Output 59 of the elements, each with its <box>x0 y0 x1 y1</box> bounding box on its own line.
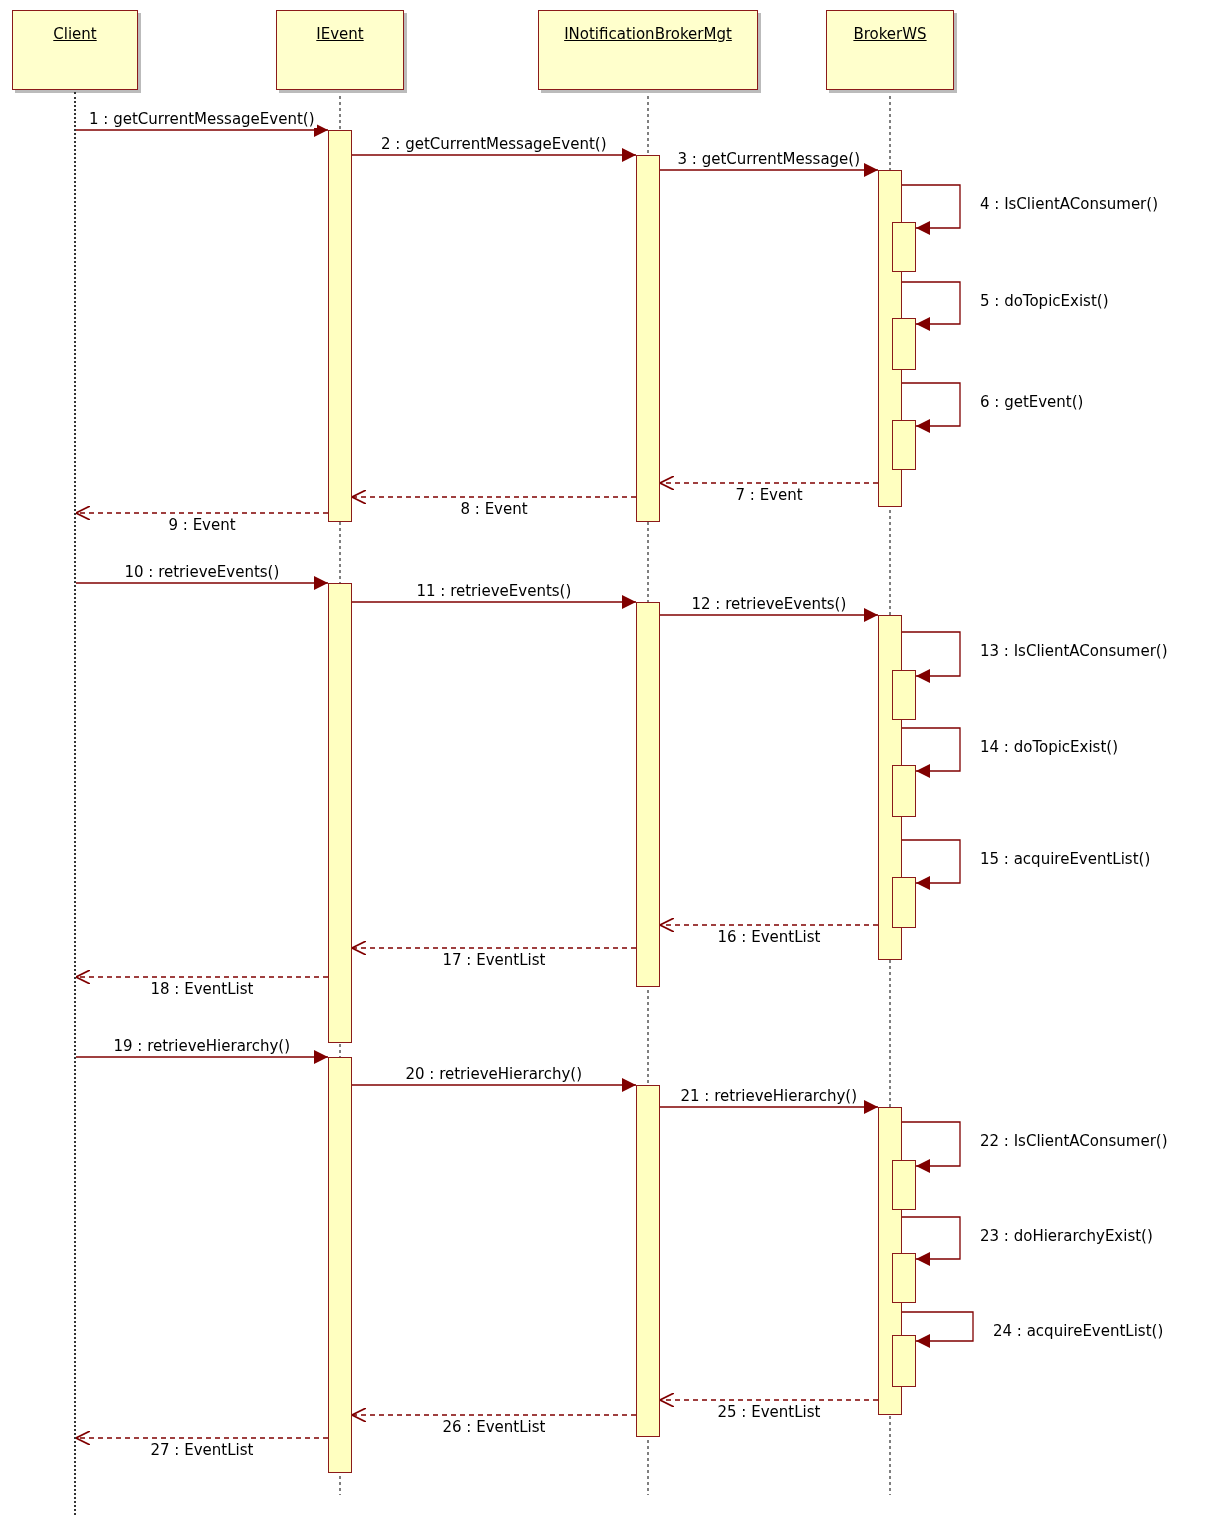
activation-bar <box>328 130 352 522</box>
message-label: 24 : acquireEventList() <box>991 1323 1166 1340</box>
message-label: 22 : IsClientAConsumer() <box>978 1133 1170 1150</box>
message-arrow <box>351 1078 637 1092</box>
return-arrow <box>75 1430 329 1446</box>
self-message-arrow <box>901 1121 961 1173</box>
message-arrow <box>351 595 637 609</box>
participant-box: Client <box>12 10 138 90</box>
self-message-arrow <box>901 382 961 433</box>
message-label: 4 : IsClientAConsumer() <box>978 196 1160 213</box>
return-arrow <box>659 1392 879 1408</box>
self-message-arrow <box>901 727 961 778</box>
message-arrow <box>659 608 879 622</box>
return-arrow <box>75 969 329 985</box>
message-label: 1 : getCurrentMessageEvent() <box>87 111 317 128</box>
message-arrow <box>75 1050 329 1064</box>
activation-bar <box>636 155 660 522</box>
message-label: 5 : doTopicExist() <box>978 293 1111 310</box>
self-message-arrow <box>901 1216 961 1266</box>
message-arrow <box>659 163 879 177</box>
activation-bar <box>636 602 660 987</box>
return-arrow <box>351 489 637 505</box>
message-arrow <box>75 123 329 137</box>
message-arrow <box>351 148 637 162</box>
return-arrow <box>351 940 637 956</box>
message-label: 20 : retrieveHierarchy() <box>403 1066 584 1083</box>
self-message-arrow <box>901 281 961 331</box>
self-message-arrow <box>901 631 961 683</box>
message-arrow <box>75 576 329 590</box>
message-arrow <box>659 1100 879 1114</box>
message-label: 6 : getEvent() <box>978 394 1086 411</box>
return-arrow <box>659 475 879 491</box>
lifeline <box>74 92 76 1515</box>
return-arrow <box>351 1407 637 1423</box>
activation-bar <box>892 222 916 272</box>
activation-bar <box>636 1085 660 1437</box>
participant-box: BrokerWS <box>826 10 954 90</box>
activation-bar <box>892 670 916 720</box>
message-label: 21 : retrieveHierarchy() <box>678 1088 859 1105</box>
message-label: 2 : getCurrentMessageEvent() <box>379 136 609 153</box>
self-message-arrow <box>901 1311 974 1348</box>
activation-bar <box>892 1160 916 1210</box>
activation-bar <box>892 420 916 470</box>
self-message-arrow <box>901 184 961 235</box>
activation-bar <box>328 583 352 1043</box>
message-label: 13 : IsClientAConsumer() <box>978 643 1170 660</box>
activation-bar <box>892 765 916 817</box>
return-arrow <box>659 917 879 933</box>
participant-box: IEvent <box>276 10 404 90</box>
return-arrow <box>75 505 329 521</box>
participant-box: INotificationBrokerMgt <box>538 10 758 90</box>
activation-bar <box>892 318 916 370</box>
activation-bar <box>892 1253 916 1303</box>
message-label: 15 : acquireEventList() <box>978 851 1153 868</box>
activation-bar <box>892 1335 916 1387</box>
activation-bar <box>892 877 916 928</box>
message-label: 23 : doHierarchyExist() <box>978 1228 1155 1245</box>
self-message-arrow <box>901 839 961 890</box>
activation-bar <box>328 1057 352 1473</box>
